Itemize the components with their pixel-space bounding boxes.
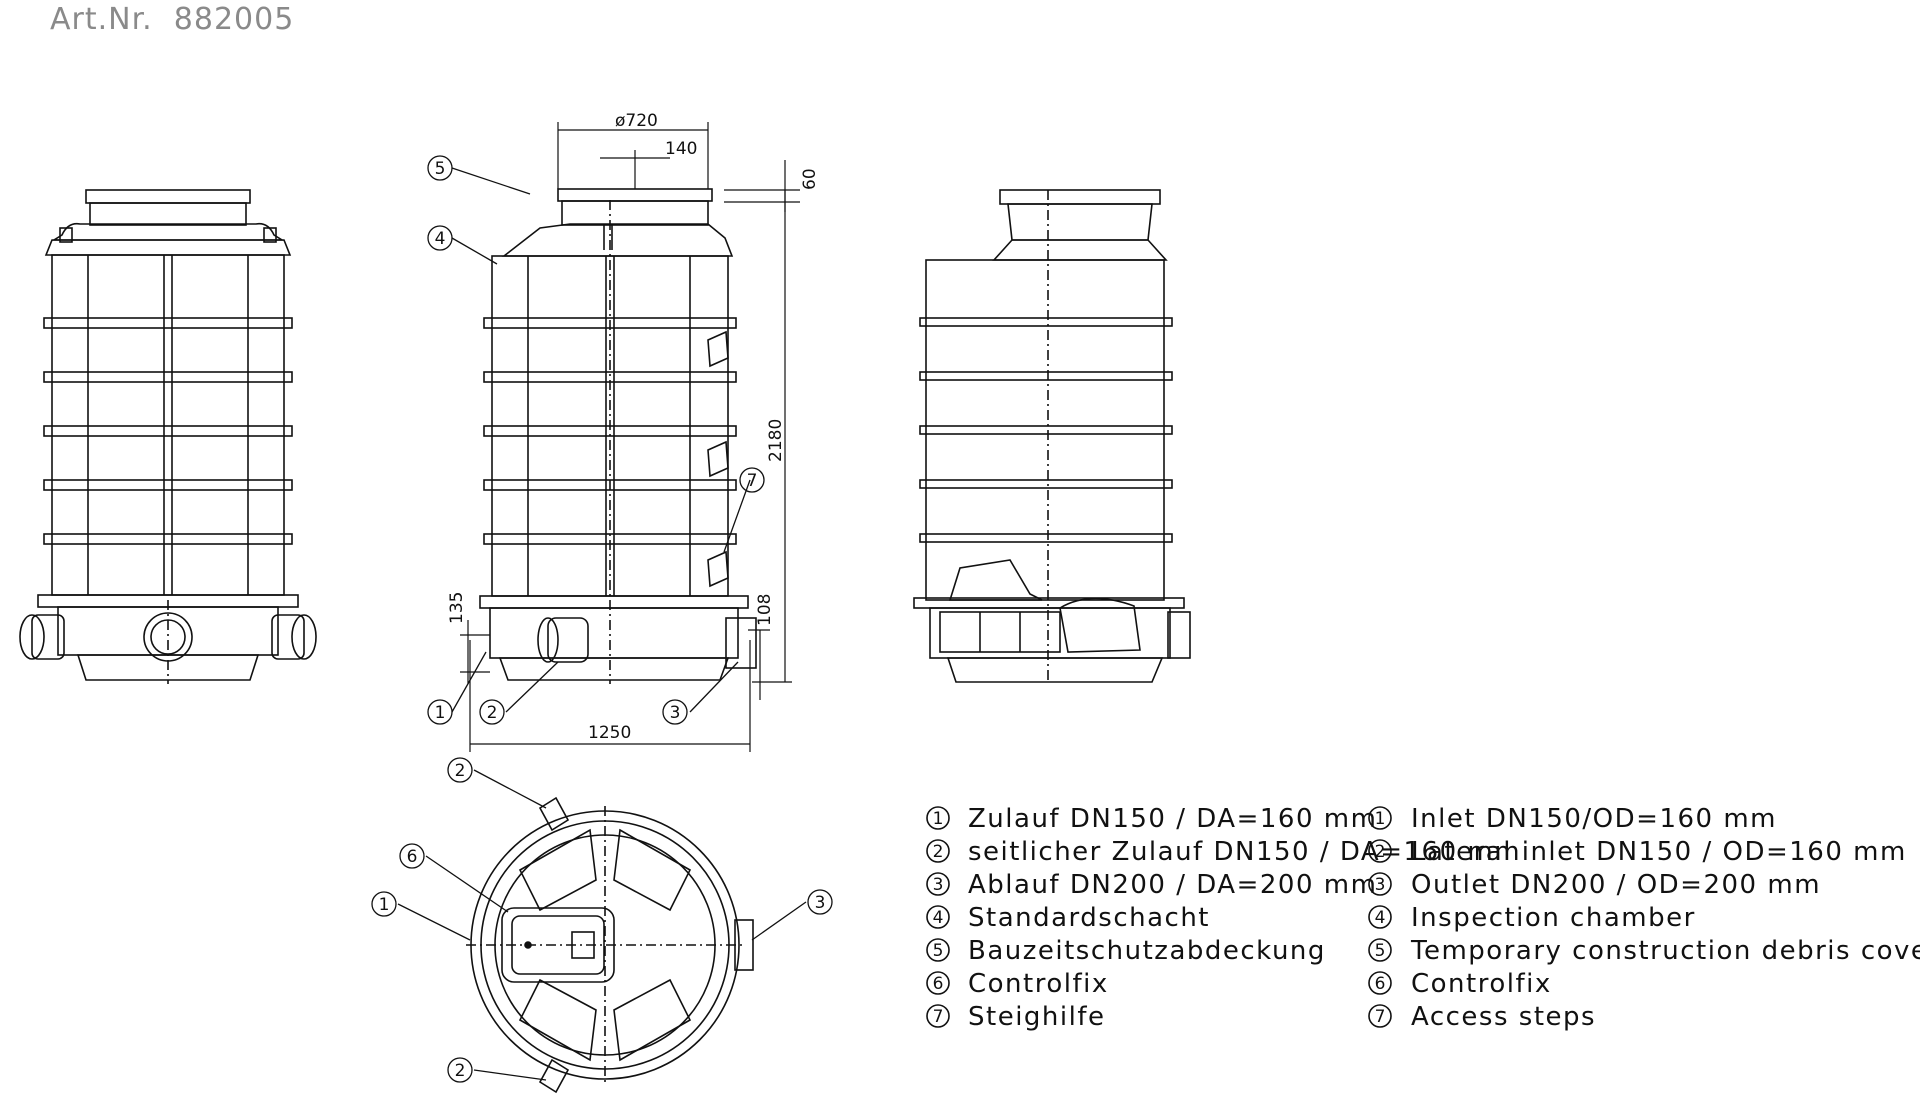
section-view-ribs xyxy=(919,317,1173,543)
section-view-body xyxy=(925,190,1165,680)
front-view-ribs xyxy=(43,317,293,545)
svg-text:Temporary construction debris: Temporary construction debris cover xyxy=(1410,936,1920,966)
svg-text:6: 6 xyxy=(407,847,418,867)
svg-text:6: 6 xyxy=(1375,974,1386,994)
svg-text:Outlet DN200 / OD=200 mm: Outlet DN200 / OD=200 mm xyxy=(1411,870,1821,900)
dimension-labels: ø720 140 60 2180 135 108 1250 xyxy=(447,111,820,743)
svg-text:4: 4 xyxy=(933,908,944,928)
svg-text:Inspection chamber: Inspection chamber xyxy=(1411,903,1696,933)
side-view xyxy=(479,188,757,684)
dimension-diameter: ø720 xyxy=(615,111,658,131)
dimension-lines xyxy=(460,122,800,752)
legend-de-item: 6 Controlfix xyxy=(926,969,1109,999)
callout-3-top: 3 xyxy=(807,889,833,915)
svg-text:Access steps: Access steps xyxy=(1411,1002,1596,1032)
callout-6: 6 xyxy=(399,843,425,869)
svg-text:5: 5 xyxy=(435,159,446,179)
svg-text:Controlfix: Controlfix xyxy=(1411,969,1552,999)
legend-en-item: 6 Controlfix xyxy=(1368,969,1552,999)
svg-text:2: 2 xyxy=(455,761,466,781)
svg-text:Controlfix: Controlfix xyxy=(968,969,1109,999)
svg-text:3: 3 xyxy=(670,703,681,723)
svg-text:1: 1 xyxy=(933,809,944,829)
svg-text:2: 2 xyxy=(1375,842,1386,862)
svg-text:5: 5 xyxy=(1375,941,1386,961)
dimension-60: 60 xyxy=(800,168,820,190)
svg-text:7: 7 xyxy=(1375,1007,1386,1027)
front-view-pipes xyxy=(19,612,317,662)
article-number-value: 882005 xyxy=(173,2,295,37)
svg-text:7: 7 xyxy=(933,1007,944,1027)
front-view xyxy=(19,189,317,684)
callout-2-side: 2 xyxy=(479,699,505,725)
svg-text:seitlicher Zulauf DN150 / DA=1: seitlicher Zulauf DN150 / DA=160 mm xyxy=(968,837,1521,867)
svg-text:1: 1 xyxy=(379,895,390,915)
legend-de-item: 7 Steighilfe xyxy=(926,1002,1106,1032)
svg-text:1: 1 xyxy=(1375,809,1386,829)
access-steps xyxy=(707,330,729,588)
callout-7: 7 xyxy=(739,467,765,493)
callout-1-top: 1 xyxy=(371,891,397,917)
svg-text:6: 6 xyxy=(933,974,944,994)
legend-de-item: 1 Zulauf DN150 / DA=160 mm xyxy=(926,804,1377,834)
top-view-segments xyxy=(518,828,692,1062)
legend-en-item: 1 Inlet DN150/OD=160 mm xyxy=(1368,804,1777,834)
callout-2-bottom: 2 xyxy=(447,1057,473,1083)
section-view-base xyxy=(913,559,1191,683)
svg-text:1: 1 xyxy=(435,703,446,723)
svg-text:Zulauf DN150 / DA=160 mm: Zulauf DN150 / DA=160 mm xyxy=(968,804,1377,834)
side-view-ribs xyxy=(483,317,737,545)
svg-text:Bauzeitschutzabdeckung: Bauzeitschutzabdeckung xyxy=(968,936,1326,966)
legend-en-item: 2 Lateral inlet DN150 / OD=160 mm xyxy=(1368,837,1907,867)
svg-text:3: 3 xyxy=(815,893,826,913)
svg-text:4: 4 xyxy=(435,229,446,249)
dimension-2180: 2180 xyxy=(766,419,786,462)
controlfix-unit xyxy=(501,907,615,983)
svg-text:7: 7 xyxy=(747,471,758,491)
article-number: Art.Nr. 882005 xyxy=(50,2,294,37)
callout-3-side: 3 xyxy=(662,699,688,725)
section-view xyxy=(913,189,1191,683)
svg-text:3: 3 xyxy=(933,875,944,895)
svg-text:3: 3 xyxy=(1375,875,1386,895)
article-number-label: Art.Nr. xyxy=(50,2,153,37)
svg-text:2: 2 xyxy=(487,703,498,723)
legend-en-item: 7 Access steps xyxy=(1368,1002,1596,1032)
dimension-140: 140 xyxy=(665,139,697,159)
callout-2-top: 2 xyxy=(447,757,473,783)
svg-text:Standardschacht: Standardschacht xyxy=(968,903,1210,933)
top-view xyxy=(466,796,754,1094)
svg-text:Lateral inlet DN150 / OD=160 m: Lateral inlet DN150 / OD=160 mm xyxy=(1411,837,1907,867)
svg-text:4: 4 xyxy=(1375,908,1386,928)
legend-en-item: 5 Temporary construction debris cover xyxy=(1368,936,1920,966)
front-view-base xyxy=(37,594,299,684)
dimension-135: 135 xyxy=(447,592,467,624)
svg-text:Inlet DN150/OD=160 mm: Inlet DN150/OD=160 mm xyxy=(1411,804,1777,834)
legend-de-item: 3 Ablauf DN200 / DA=200 mm xyxy=(926,870,1377,900)
callout-5: 5 xyxy=(427,155,453,181)
callout-4: 4 xyxy=(427,225,453,251)
svg-text:2: 2 xyxy=(455,1061,466,1081)
dimension-108: 108 xyxy=(755,594,775,626)
callouts: 5 4 1 2 3 7 2 6 1 3 2 xyxy=(371,155,833,1083)
legend-de-item: 4 Standardschacht xyxy=(926,903,1210,933)
legend-en-item: 3 Outlet DN200 / OD=200 mm xyxy=(1368,870,1821,900)
svg-text:Ablauf DN200 / DA=200 mm: Ablauf DN200 / DA=200 mm xyxy=(968,870,1377,900)
legend-de-item: 5 Bauzeitschutzabdeckung xyxy=(926,936,1326,966)
svg-text:5: 5 xyxy=(933,941,944,961)
legend-en-item: 4 Inspection chamber xyxy=(1368,903,1696,933)
legend-english: 1 Inlet DN150/OD=160 mm 2 Lateral inlet DN… xyxy=(1368,804,1920,1032)
dimension-1250: 1250 xyxy=(588,723,631,743)
svg-text:Steighilfe: Steighilfe xyxy=(968,1002,1106,1032)
callout-1-side: 1 xyxy=(427,699,453,725)
side-view-base xyxy=(479,200,757,684)
svg-text:2: 2 xyxy=(933,842,944,862)
